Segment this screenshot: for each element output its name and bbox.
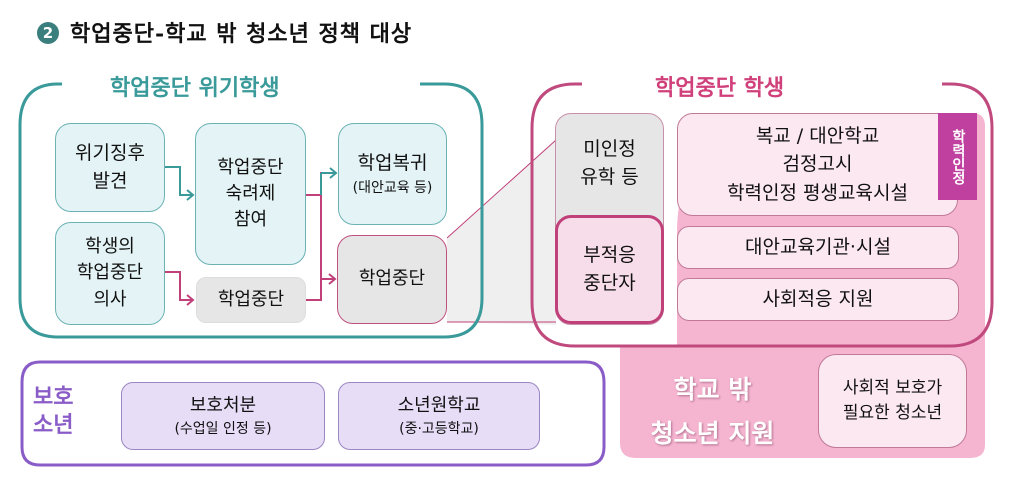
dropout-gray-box: 학업중단 xyxy=(196,277,306,323)
dropout-box: 학업중단 xyxy=(337,235,447,324)
disposition-box: 보호처분(수업일 인정 등) xyxy=(121,382,325,450)
juvenile-school-box: 소년원학교(중·고등학교) xyxy=(338,382,540,450)
accreditation-badge: 학력인정 xyxy=(938,113,977,200)
alt-edu-box: 대안교육기관·시설 xyxy=(677,226,959,269)
arrow-signs xyxy=(165,166,193,196)
return-box: 학업복귀(대안교육 등) xyxy=(338,123,447,225)
juvenile-container xyxy=(20,360,606,467)
crisis-title: 학업중단 위기학생 xyxy=(110,76,280,101)
crisis-container xyxy=(18,82,484,339)
arrow-intent xyxy=(165,271,193,301)
dropout-title: 학업중단 학생 xyxy=(655,76,785,101)
zoom-connector xyxy=(447,140,556,325)
dropout-container xyxy=(530,82,994,348)
social-adapt-box: 사회적응 지원 xyxy=(677,278,959,321)
arrow-dropout xyxy=(306,278,335,301)
number-badge: 2 xyxy=(37,22,59,44)
page-title: 학업중단-학교 밖 청소년 정책 대상 xyxy=(70,21,413,47)
